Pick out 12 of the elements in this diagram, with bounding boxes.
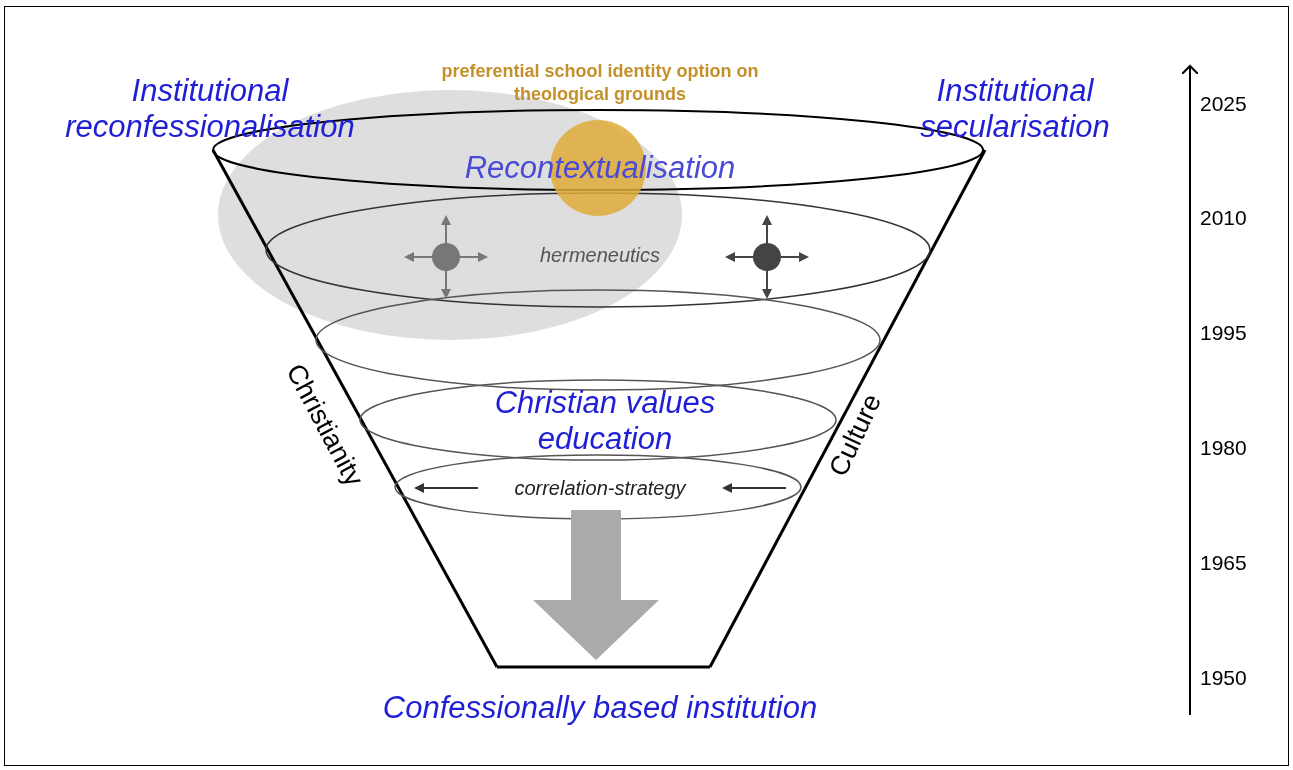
year-label: 2010 (1200, 206, 1248, 230)
concept-label: Christian values education (493, 385, 717, 457)
year-label: 2025 (1200, 92, 1248, 116)
concept-label: hermeneutics (538, 243, 662, 267)
outcome-label: Confessionally based institution (381, 690, 819, 726)
option-label: preferential school identity option on theological grounds (440, 60, 760, 106)
concept-label: correlation-strategy (513, 476, 688, 500)
year-label: 1980 (1200, 436, 1248, 460)
year-label: 1995 (1200, 321, 1248, 345)
year-label: 1950 (1200, 666, 1248, 690)
position-label: Institutional secularisation (919, 73, 1111, 145)
year-label: 1965 (1200, 551, 1248, 575)
